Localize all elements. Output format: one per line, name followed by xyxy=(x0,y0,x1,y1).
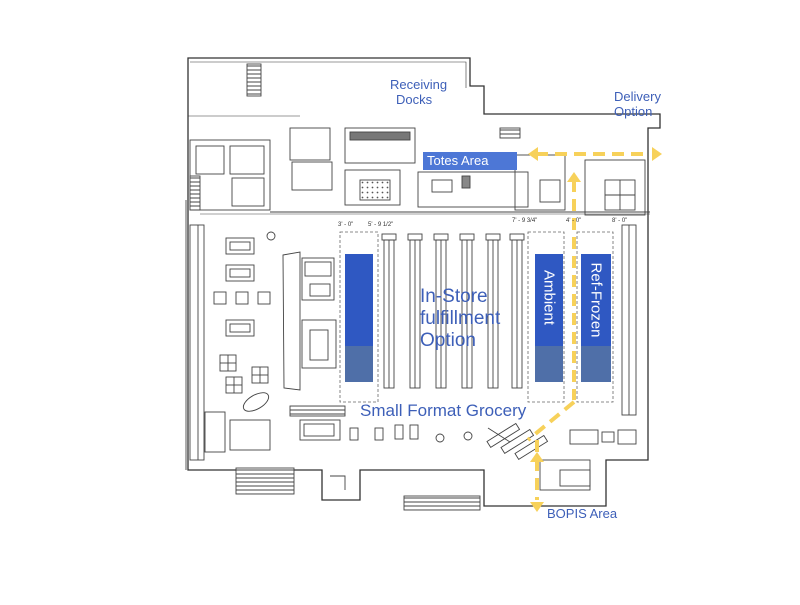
zone-block-left-bottom xyxy=(345,346,373,382)
label-in-store-fulfillment: In-Store fulfillment Option xyxy=(420,286,500,352)
checkout-area xyxy=(235,422,591,511)
aisle-endcap xyxy=(509,233,525,241)
label-in-store-line1: In-Store xyxy=(420,286,488,307)
arrow-left-icon xyxy=(528,147,538,161)
aisle-endcap xyxy=(433,233,449,241)
flow-arrows xyxy=(526,152,650,500)
right-fixtures xyxy=(569,224,637,445)
arrow-up-icon xyxy=(530,452,544,462)
label-ambient: Ambient xyxy=(540,269,558,326)
zone-outlines xyxy=(339,231,614,403)
perimeter-fixtures xyxy=(189,224,276,461)
back-of-house xyxy=(189,63,650,216)
label-delivery-line1: Delivery xyxy=(614,89,661,104)
label-ref-frozen: Ref-Frozen xyxy=(587,262,605,338)
aisle-endcap xyxy=(381,233,397,241)
zone-block-refrozen-top xyxy=(581,254,611,346)
aisle-shelving xyxy=(381,233,525,389)
zone-block-ambient-bottom xyxy=(535,346,563,382)
label-small-format-grocery: Small Format Grocery xyxy=(360,401,527,420)
building-outline xyxy=(185,57,661,507)
totes-area: Totes Area xyxy=(423,152,517,170)
arrow-heads xyxy=(528,147,662,512)
arrow-right-icon xyxy=(652,147,662,161)
zone-blocks xyxy=(345,254,611,382)
label-bopis-area: BOPIS Area xyxy=(547,506,618,521)
label-delivery-line2: Option xyxy=(614,103,653,119)
zone-block-refrozen-bottom xyxy=(581,346,611,382)
label-receiving-line2: Docks xyxy=(396,91,433,107)
label-receiving-line1: Receiving xyxy=(390,77,448,92)
label-receiving-docks: Receiving Docks xyxy=(390,77,448,108)
dimension-label: 8' - 0" xyxy=(612,218,628,224)
dimension-label: 7' - 9 3/4" xyxy=(512,218,538,224)
zone-block-left-top xyxy=(345,254,373,346)
dimension-label: 4' - 0" xyxy=(566,218,582,224)
dimension-label: 3' - 0" xyxy=(338,222,354,228)
aisle-endcap xyxy=(407,233,423,241)
arrow-down-icon xyxy=(530,502,544,512)
service-counter xyxy=(282,251,346,441)
label-delivery-option: Delivery Option xyxy=(614,89,661,120)
zone-block-ambient-top xyxy=(535,254,563,346)
aisle-endcap xyxy=(459,233,475,241)
arrow-up-icon xyxy=(567,172,581,182)
dimension-label: 5' - 9 1/2" xyxy=(368,222,394,228)
aisle-endcap xyxy=(485,233,501,241)
label-in-store-line3: Option xyxy=(420,329,476,351)
label-in-store-line2: fulfillment xyxy=(420,307,501,329)
